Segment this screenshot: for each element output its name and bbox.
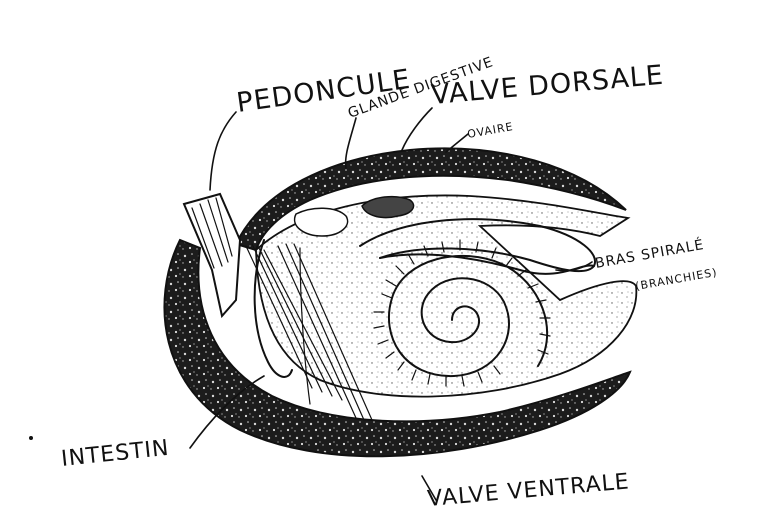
leader-pedoncule <box>210 112 236 190</box>
label-branchies: (BRANCHIES) <box>634 266 718 293</box>
label-intestin: INTESTIN <box>60 436 171 472</box>
label-bras-spirale: BRAS SPIRALÉ <box>594 236 706 272</box>
label-ovaire: OVAIRE <box>466 120 514 141</box>
digestive-gland <box>295 208 348 236</box>
label-valve-ventrale: VALVE VENTRALE <box>426 469 630 512</box>
stray-dot <box>29 436 33 440</box>
ovary <box>362 197 414 218</box>
leader-valve-dorsale <box>402 108 432 150</box>
